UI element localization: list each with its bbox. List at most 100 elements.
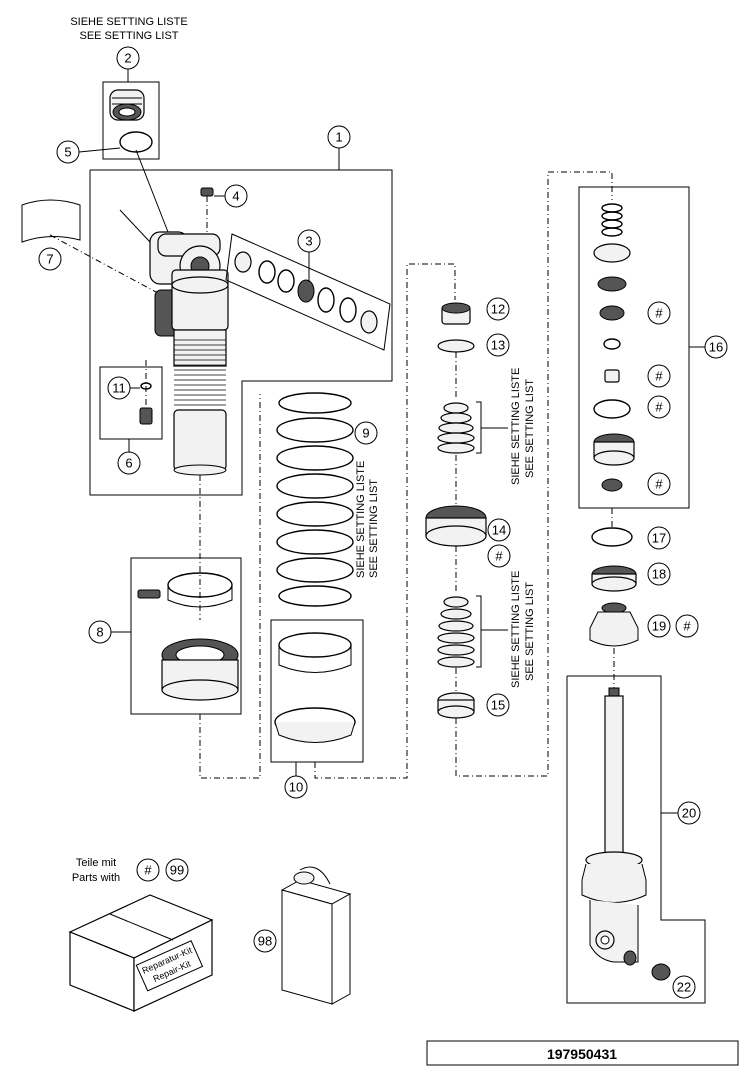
svg-text:99: 99: [170, 863, 184, 878]
hash-16a[interactable]: #: [647, 301, 671, 325]
shock-absorber-icon: [119, 149, 229, 476]
callout-17[interactable]: 17: [647, 526, 671, 550]
callout-19[interactable]: 19: [647, 614, 671, 638]
shim-bottom-setting-de: SIEHE SETTING LISTE: [510, 571, 522, 688]
valve-disc-icon: [597, 276, 627, 292]
svg-text:15: 15: [491, 698, 505, 713]
callout-8[interactable]: 8: [88, 620, 112, 644]
drawing-number-box: [426, 1040, 739, 1066]
seal-ring-icon: [234, 251, 378, 334]
spring-icon: [276, 392, 354, 607]
bushing-22a-icon: [623, 950, 637, 966]
hash-16b[interactable]: #: [647, 364, 671, 388]
hash-16c[interactable]: #: [647, 395, 671, 419]
svg-text:#: #: [655, 400, 663, 415]
hash-16d[interactable]: #: [647, 472, 671, 496]
svg-text:10: 10: [289, 780, 303, 795]
callout-5[interactable]: 5: [56, 140, 80, 164]
svg-text:14: 14: [492, 523, 506, 538]
part-10-box: [270, 619, 364, 763]
callout-22[interactable]: 22: [672, 975, 696, 999]
repair-kit-box-icon: Reparatur-Kit Repair-Kit: [68, 894, 214, 1012]
spring-seat-icon: [274, 632, 356, 743]
spring-retainer-icon: [137, 572, 239, 701]
callout-6[interactable]: 6: [117, 451, 141, 475]
svg-text:13: 13: [491, 338, 505, 353]
valve-icon: [139, 407, 153, 425]
callout-1[interactable]: 1: [327, 125, 351, 149]
bushing-22b-icon: [651, 963, 671, 981]
callout-7[interactable]: 7: [38, 247, 62, 271]
svg-text:7: 7: [46, 252, 53, 267]
shim-stack-bottom-icon: [437, 596, 475, 668]
svg-text:2: 2: [124, 51, 131, 66]
bushing-icon: [604, 369, 620, 383]
svg-text:#: #: [683, 619, 691, 634]
part-2-box: [102, 81, 160, 160]
screw-icon: [200, 187, 214, 232]
svg-text:3: 3: [305, 234, 312, 249]
piston-icon: [425, 505, 487, 547]
part-20-box: [566, 675, 706, 1004]
svg-text:19: 19: [652, 619, 666, 634]
svg-text:11: 11: [112, 381, 126, 396]
shim-stack-top-icon: [437, 402, 475, 454]
hash-14[interactable]: #: [487, 544, 511, 568]
svg-text:98: 98: [258, 934, 272, 949]
callout-14[interactable]: 14: [487, 518, 511, 542]
svg-text:9: 9: [362, 426, 369, 441]
callout-9[interactable]: 9: [354, 421, 378, 445]
svg-text:#: #: [655, 477, 663, 492]
svg-text:20: 20: [682, 806, 696, 821]
spring-setting-en: SEE SETTING LIST: [368, 479, 380, 578]
part-11-6-box: [99, 366, 163, 440]
callout-10[interactable]: 10: [284, 775, 308, 799]
callout-15[interactable]: 15: [486, 693, 510, 717]
callout-18[interactable]: 18: [647, 562, 671, 586]
oring-17-icon: [591, 527, 633, 547]
callout-16[interactable]: 16: [704, 335, 728, 359]
svg-text:1: 1: [335, 130, 342, 145]
callout-98[interactable]: 98: [253, 929, 277, 953]
part-1-box: [89, 169, 393, 496]
callout-20[interactable]: 20: [677, 801, 701, 825]
callout-11[interactable]: 11: [107, 376, 131, 400]
callout-3[interactable]: 3: [297, 229, 321, 253]
shim-top-setting-en: SEE SETTING LIST: [524, 379, 536, 478]
setting-note-en: SEE SETTING LIST: [79, 30, 178, 42]
piston-rod-icon: [581, 687, 647, 963]
svg-text:8: 8: [96, 625, 103, 640]
callout-2[interactable]: 2: [116, 46, 140, 70]
bottom-cap-icon: [589, 602, 639, 647]
part-3-box: [225, 233, 391, 351]
oring-16-icon: [593, 399, 631, 419]
protector-sheet-icon: [21, 199, 81, 243]
svg-text:5: 5: [64, 145, 71, 160]
parts-with-de: Teile mit: [76, 857, 116, 869]
o-ring-icon: [119, 131, 153, 153]
seal-icon: [599, 305, 625, 321]
callout-12[interactable]: 12: [486, 297, 510, 321]
setting-note-de: SIEHE SETTING LISTE: [70, 16, 187, 28]
part-8-box: [130, 557, 242, 715]
svg-text:6: 6: [125, 456, 132, 471]
valve-spring-icon: [601, 203, 623, 237]
svg-text:4: 4: [232, 189, 239, 204]
bump-rubber-icon: [437, 692, 475, 719]
oil-can-icon: [280, 866, 352, 1005]
adjuster-knob-icon: [109, 89, 145, 121]
callout-4[interactable]: 4: [224, 184, 248, 208]
parts-with-en: Parts with: [72, 872, 120, 884]
svg-text:22: 22: [677, 980, 691, 995]
hash-legend[interactable]: #: [136, 858, 160, 882]
svg-text:17: 17: [652, 531, 666, 546]
washer-icon: [437, 339, 475, 353]
seal-head-icon: [593, 433, 635, 466]
callout-99[interactable]: 99: [165, 858, 189, 882]
svg-text:16: 16: [709, 340, 723, 355]
drawing-number: 197950431: [547, 1046, 617, 1062]
svg-text:12: 12: [491, 302, 505, 317]
callout-13[interactable]: 13: [486, 333, 510, 357]
hash-19[interactable]: #: [675, 614, 699, 638]
